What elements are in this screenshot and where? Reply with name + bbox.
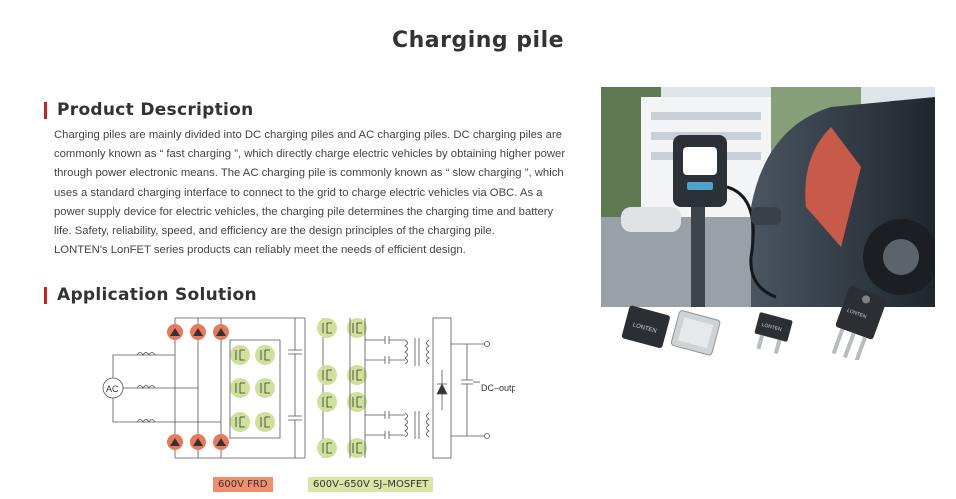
description-paragraph-1: Charging piles are mainly divided into D… — [54, 129, 566, 238]
inductor-icon — [136, 352, 156, 423]
application-solution-heading: Application Solution — [44, 287, 257, 304]
dc-output-label: DC–output — [481, 383, 515, 393]
product-description-text: Charging piles are mainly divided into D… — [54, 126, 570, 260]
mosfet-chip-packages: LONTEN LONTEN LONTEN — [620, 280, 920, 363]
charging-pile-circuit-diagram: AC — [95, 310, 525, 470]
output-diode-icon — [436, 370, 448, 410]
capacitor-icon — [288, 318, 302, 458]
transformer-icon — [404, 338, 430, 439]
product-description-heading: Product Description — [44, 102, 254, 119]
description-paragraph-2: LONTEN's LonFET series products can reli… — [54, 244, 466, 257]
page-title: Charging pile — [391, 28, 565, 53]
sj-mosfet-badge: 600V–650V SJ–MOSFET — [308, 477, 434, 492]
chip-label: LONTEN — [761, 322, 783, 333]
sj-mosfet-icons-llc — [317, 318, 367, 458]
charging-station-photo — [601, 87, 935, 307]
ac-label: AC — [106, 384, 119, 394]
frd-badge: 600V FRD — [213, 477, 273, 492]
sj-mosfet-icons-pfc — [230, 345, 275, 432]
